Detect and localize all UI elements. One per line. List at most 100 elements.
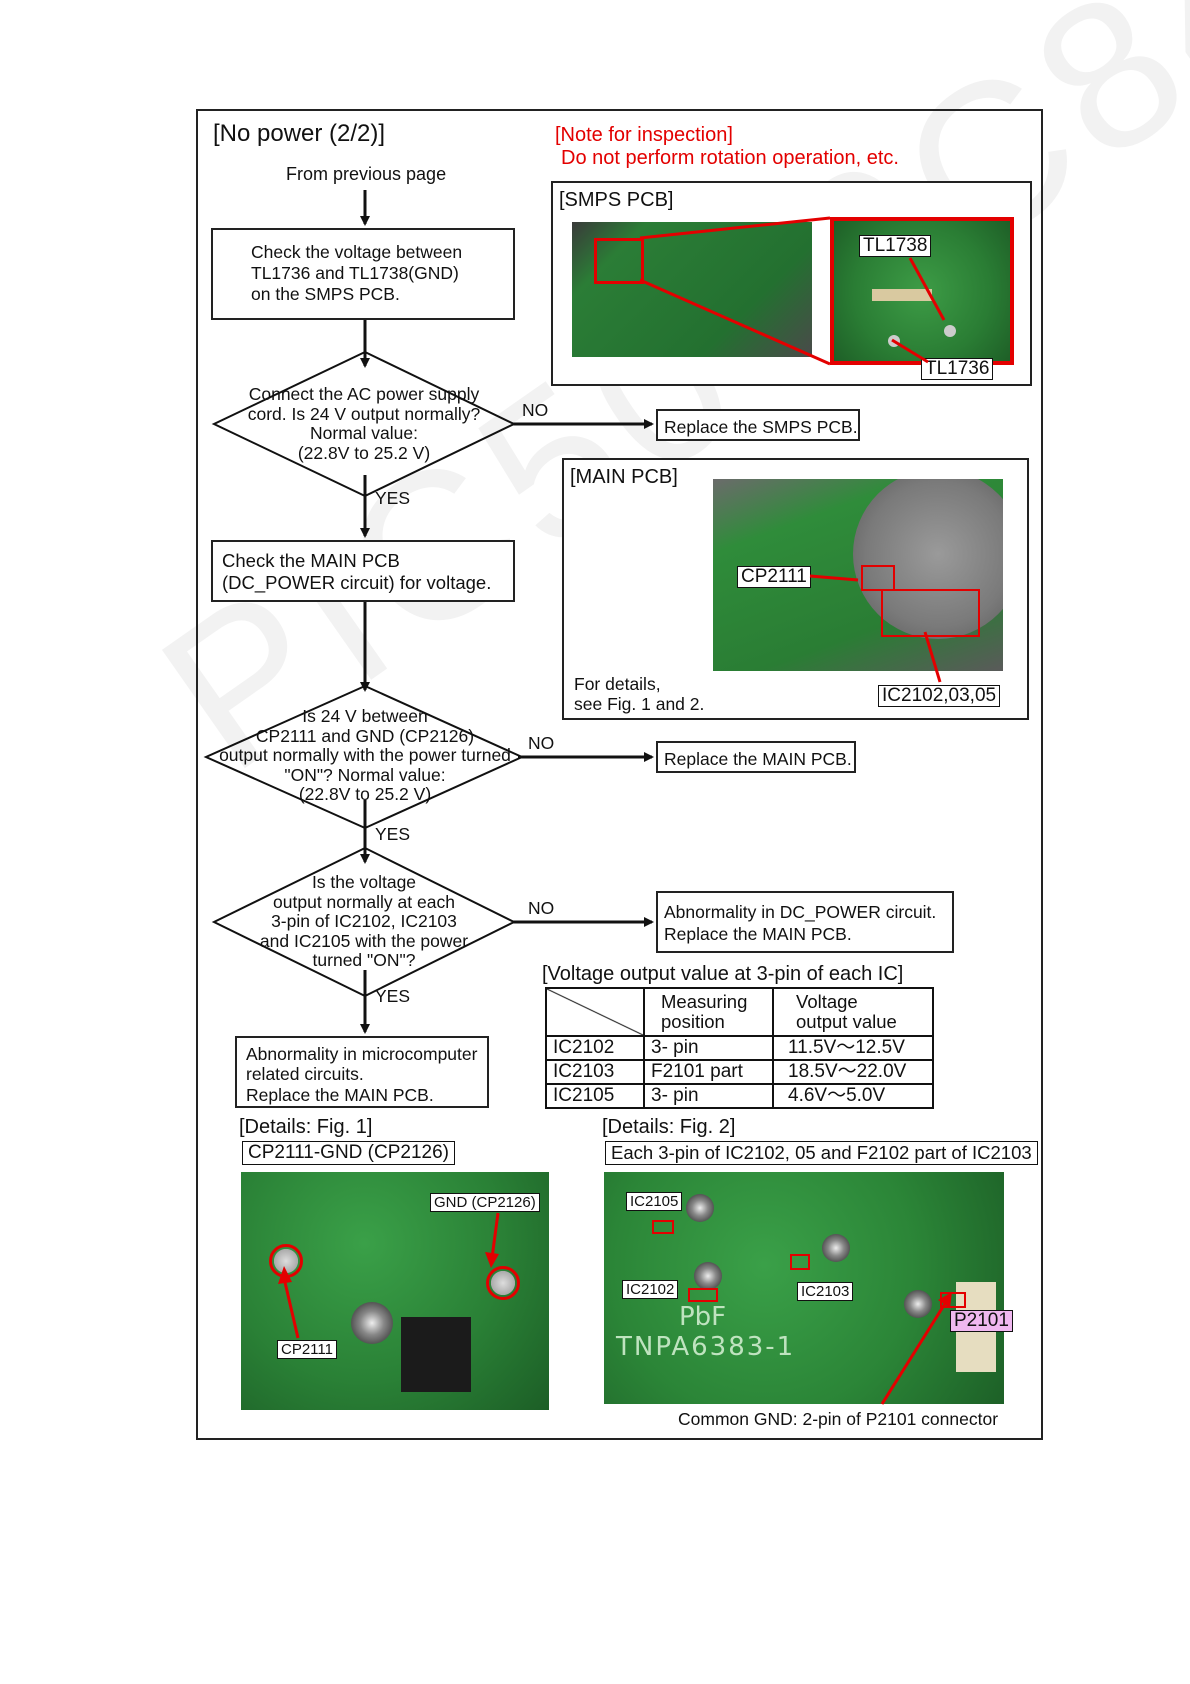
flow-res1-box: Replace the SMPS PCB. xyxy=(656,409,860,441)
flow-dec3-yes: YES xyxy=(375,986,411,1006)
flow-end-box: Abnormality in microcomputer related cir… xyxy=(235,1036,489,1108)
flow-dec3-text: Is the voltage output normally at each 3… xyxy=(236,872,492,971)
flow-dec1-line2: cord. Is 24 V output normally? xyxy=(247,403,481,424)
main-pcb-ic-box xyxy=(881,589,980,637)
voltage-table-title: [Voltage output value at 3-pin of each I… xyxy=(542,963,904,985)
diamond1-left xyxy=(211,351,366,497)
fig1-regulator xyxy=(401,1317,471,1392)
table-cell-ic: IC2102 xyxy=(545,1035,645,1061)
table-cell-ic: IC2105 xyxy=(545,1083,645,1109)
flow-dec3-no: NO xyxy=(528,898,555,918)
main-pcb-title: [MAIN PCB] xyxy=(570,466,678,488)
flow-step2-line1: Check the MAIN PCB xyxy=(222,550,400,571)
fig2-ic2103-box xyxy=(790,1254,810,1270)
smps-label-tl1738: TL1738 xyxy=(859,235,932,257)
fig2-cap3 xyxy=(694,1262,722,1290)
fig2-label-ic2105: IC2105 xyxy=(626,1192,683,1211)
fig1-label-gnd: GND (CP2126) xyxy=(430,1193,540,1212)
flow-end-line3: Replace the MAIN PCB. xyxy=(246,1085,434,1105)
smps-connector-row xyxy=(872,289,932,301)
flow-dec3-line3: 3-pin of IC2102, IC2103 xyxy=(271,911,457,931)
diamond2-right xyxy=(364,685,525,829)
diamond3-right xyxy=(364,847,517,997)
fig1-label-cp2111: CP2111 xyxy=(277,1340,337,1359)
note-text: Do not perform rotation operation, etc. xyxy=(561,147,899,169)
table-row: IC2103 F2101 part 18.5V〜22.0V xyxy=(545,1059,934,1085)
voltage-table-corner xyxy=(545,987,645,1037)
flow-step1-box: Check the voltage between TL1736 and TL1… xyxy=(211,228,515,320)
fig1-gnd-ring xyxy=(486,1266,520,1300)
table-cell-ic: IC2103 xyxy=(545,1059,645,1085)
main-pcb-label-cp2111: CP2111 xyxy=(737,566,811,588)
flow-res3-line2: Replace the MAIN PCB. xyxy=(664,924,852,944)
fig2-ic2102-box xyxy=(688,1288,718,1302)
flow-step1-line1: Check the voltage between xyxy=(251,242,463,262)
fig1-title: [Details: Fig. 1] xyxy=(239,1116,373,1138)
table-row: IC2105 3- pin 4.6V〜5.0V xyxy=(545,1083,934,1109)
header-value-line1: Voltage xyxy=(796,991,858,1012)
flow-res2-box: Replace the MAIN PCB. xyxy=(656,741,856,773)
page-title: [No power (2/2)] xyxy=(213,120,386,147)
voltage-table-header-position: Measuring position xyxy=(643,987,774,1037)
table-cell-position: 3- pin xyxy=(643,1035,774,1061)
flow-dec2-line1: Is 24 V between xyxy=(302,706,428,726)
table-cell-value: 18.5V〜22.0V xyxy=(772,1059,934,1085)
fig2-board-text-pbf: PbF xyxy=(679,1302,727,1332)
smps-title: [SMPS PCB] xyxy=(559,189,674,211)
flow-step2-line2: (DC_POWER circuit) for voltage. xyxy=(222,572,492,593)
diamond3-left xyxy=(211,847,366,997)
header-value-line2: output value xyxy=(796,1011,897,1032)
flow-dec1-text: Connect the AC power supply cord. Is 24 … xyxy=(236,384,492,463)
table-cell-position: F2101 part xyxy=(643,1059,774,1085)
flow-end-line1: Abnormality in microcomputer xyxy=(246,1044,478,1064)
voltage-table-header: Measuring position Voltage output value xyxy=(545,987,934,1037)
diamond2-left xyxy=(203,685,366,829)
smps-board-photo xyxy=(572,222,812,357)
smps-label-tl1736: TL1736 xyxy=(921,358,994,380)
smps-pad-tl1738 xyxy=(944,325,956,337)
flow-end-line2: related circuits. xyxy=(246,1064,364,1084)
flow-dec1-no: NO xyxy=(522,400,549,420)
smps-highlight-box xyxy=(594,238,644,284)
flow-dec2-yes: YES xyxy=(375,824,411,844)
fig2-title: [Details: Fig. 2] xyxy=(602,1116,736,1138)
fig2-ic2105-box xyxy=(652,1220,674,1234)
flow-dec2-line5: (22.8V to 25.2 V) xyxy=(298,784,432,804)
flow-dec2-no: NO xyxy=(528,733,555,753)
header-position-line2: position xyxy=(661,1011,725,1032)
table-cell-position: 3- pin xyxy=(643,1083,774,1109)
flow-dec2-line4: "ON"? Normal value: xyxy=(284,764,446,785)
table-cell-value: 4.6V〜5.0V xyxy=(772,1083,934,1109)
voltage-table: Measuring position Voltage output value … xyxy=(545,987,934,1109)
flow-start: From previous page xyxy=(286,164,447,184)
fig2-cap2 xyxy=(822,1234,850,1262)
flow-step2-box: Check the MAIN PCB (DC_POWER circuit) fo… xyxy=(211,540,515,602)
flow-dec1-line1: Connect the AC power supply xyxy=(248,384,480,404)
flow-res2-text: Replace the MAIN PCB. xyxy=(664,749,852,769)
flow-dec3-line2: output normally at each xyxy=(273,891,455,912)
main-pcb-photo xyxy=(713,479,1003,671)
table-row: IC2102 3- pin 11.5V〜12.5V xyxy=(545,1035,934,1061)
fig2-caption: Common GND: 2-pin of P2101 connector xyxy=(678,1409,999,1429)
page-frame xyxy=(196,109,1043,1440)
flow-dec1-line4: (22.8V to 25.2 V) xyxy=(297,442,431,463)
flow-dec3-line1: Is the voltage xyxy=(311,872,417,892)
diamond1-right xyxy=(364,351,517,497)
flow-res3-box: Abnormality in DC_POWER circuit. Replace… xyxy=(656,891,954,953)
fig2-subtitle: Each 3-pin of IC2102, 05 and F2102 part … xyxy=(605,1141,1038,1165)
header-position-line1: Measuring xyxy=(661,991,748,1012)
fig2-label-ic2103: IC2103 xyxy=(797,1282,854,1301)
fig1-capacitor xyxy=(351,1302,393,1344)
flow-dec2-line3: output normally with the power turned xyxy=(219,745,511,765)
main-pcb-cp2111-box xyxy=(861,565,895,591)
flow-dec2-line2: CP2111 and GND (CP2126) xyxy=(255,725,475,746)
flow-dec3-line5: turned "ON"? xyxy=(312,950,416,970)
main-pcb-note-line2: see Fig. 1 and 2. xyxy=(574,694,705,714)
main-pcb-note-line1: For details, xyxy=(574,674,661,694)
fig2-cap1 xyxy=(686,1194,714,1222)
flow-dec2-text: Is 24 V between CP2111 and GND (CP2126) … xyxy=(206,706,524,805)
